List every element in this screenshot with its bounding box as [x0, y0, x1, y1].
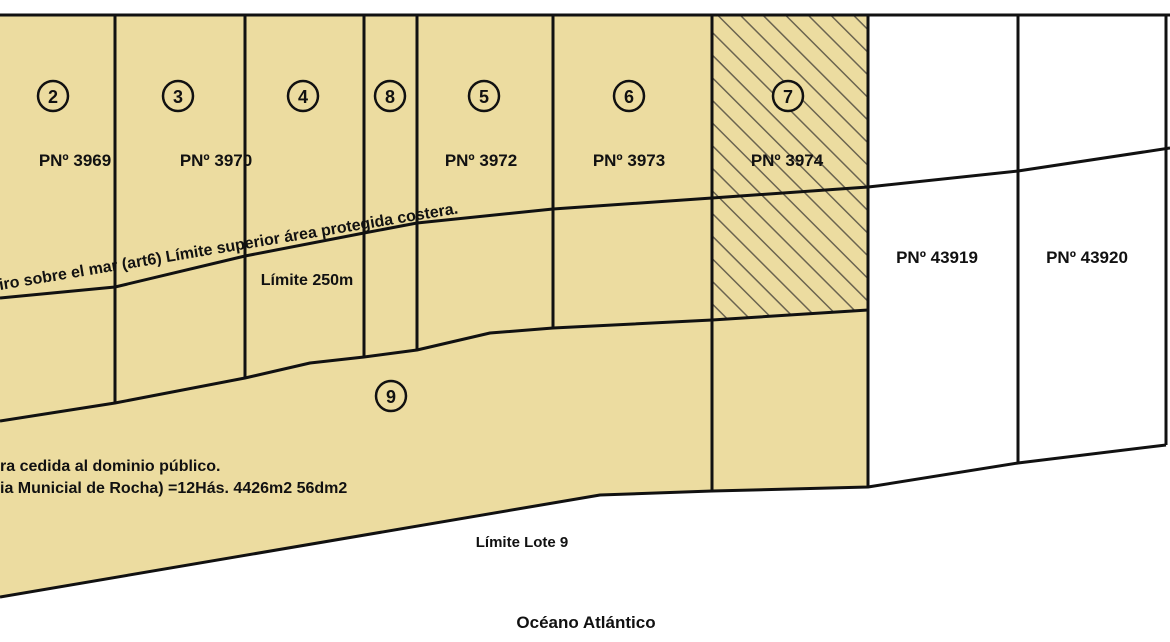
lot-number-8: 8	[373, 79, 407, 113]
padron-43919: PNº 43919	[896, 248, 978, 267]
limit-250m-label: Límite 250m	[261, 272, 353, 289]
svg-text:6: 6	[624, 87, 634, 107]
public-area-label-2: ia Municial de Rocha) =12Hás. 4426m2 56d…	[0, 480, 347, 497]
lot-7-hatched-area	[712, 15, 868, 320]
coastal-protection-line	[0, 146, 1170, 300]
svg-text:8: 8	[385, 87, 395, 107]
public-area-label-1: ra cedida al dominio público.	[0, 458, 220, 475]
lot-number-9: 9	[374, 379, 408, 413]
svg-text:2: 2	[48, 87, 58, 107]
ocean-label: Océano Atlántico	[516, 613, 655, 632]
lot-number-6: 6	[612, 79, 646, 113]
lot-number-4: 4	[286, 79, 320, 113]
lot-number-7: 7	[771, 79, 805, 113]
svg-text:7: 7	[783, 87, 793, 107]
lot-number-5: 5	[467, 79, 501, 113]
parcel-area-beige	[0, 15, 868, 597]
padron-3974: PNº 3974	[751, 151, 824, 170]
padron-3973: PNº 3973	[593, 151, 665, 170]
limit-250m-line	[0, 308, 869, 423]
lot-number-3: 3	[161, 79, 195, 113]
padron-3969: PNº 3969	[39, 151, 111, 170]
lot-9-boundary	[0, 443, 1167, 599]
padron-3970: PNº 3970	[180, 151, 252, 170]
svg-text:5: 5	[479, 87, 489, 107]
lot-number-2: 2	[36, 79, 70, 113]
svg-text:3: 3	[173, 87, 183, 107]
padron-3972: PNº 3972	[445, 151, 517, 170]
svg-text:4: 4	[298, 87, 308, 107]
lot-9-limit-label: Límite Lote 9	[476, 534, 569, 551]
svg-text:9: 9	[386, 387, 396, 407]
padron-43920: PNº 43920	[1046, 248, 1128, 267]
